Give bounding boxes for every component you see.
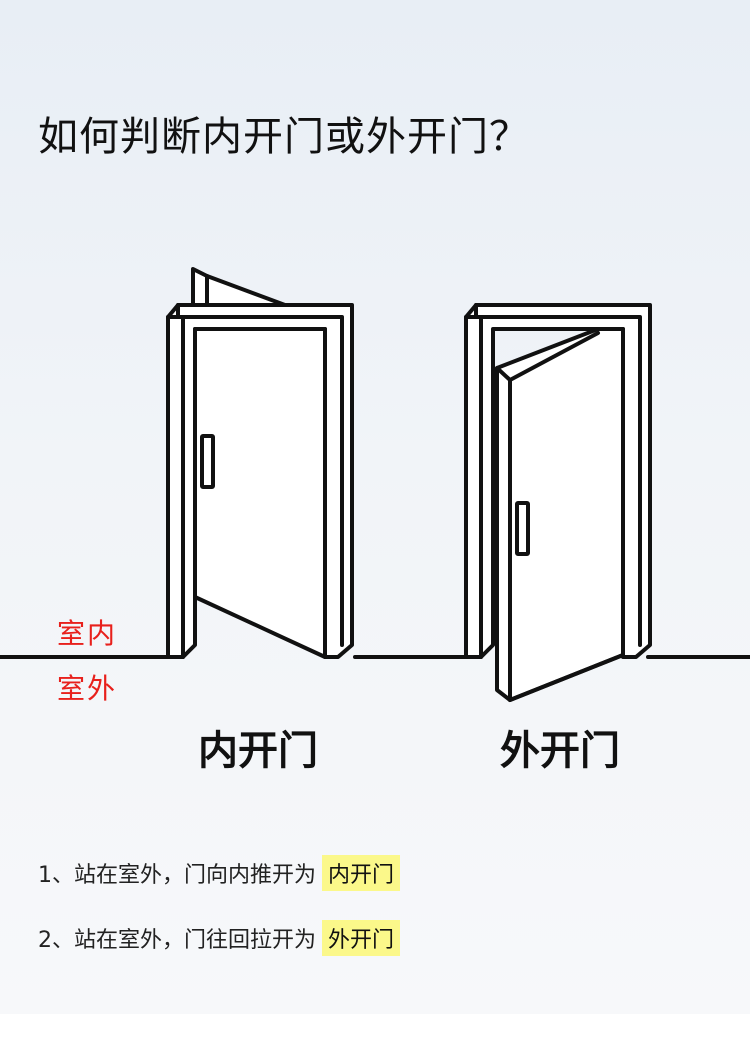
outdoor-label: 室外 [57, 672, 118, 705]
illustration-panel: 如何判断内开门或外开门？ [0, 0, 750, 1014]
outward-door-caption: 外开门 [500, 728, 620, 774]
page-title: 如何判断内开门或外开门？ [38, 114, 530, 160]
door-handle [515, 501, 530, 556]
rule-highlight: 内开门 [322, 855, 401, 891]
door-diagram [0, 267, 750, 702]
rule-highlight: 外开门 [322, 920, 401, 956]
door-leaf [193, 327, 327, 659]
indoor-label: 室内 [57, 617, 118, 650]
rule-item: 2、站在室外，门往回拉开为 外开门 [38, 920, 401, 956]
rule-item: 1、站在室外，门向内推开为 内开门 [38, 855, 401, 891]
rule-text: 1、站在室外，门向内推开为 [38, 863, 316, 888]
inward-door [166, 267, 354, 659]
door-handle [200, 434, 215, 489]
rule-text: 2、站在室外，门往回拉开为 [38, 928, 316, 953]
inward-door-caption: 内开门 [198, 728, 318, 774]
outward-door [464, 303, 652, 702]
